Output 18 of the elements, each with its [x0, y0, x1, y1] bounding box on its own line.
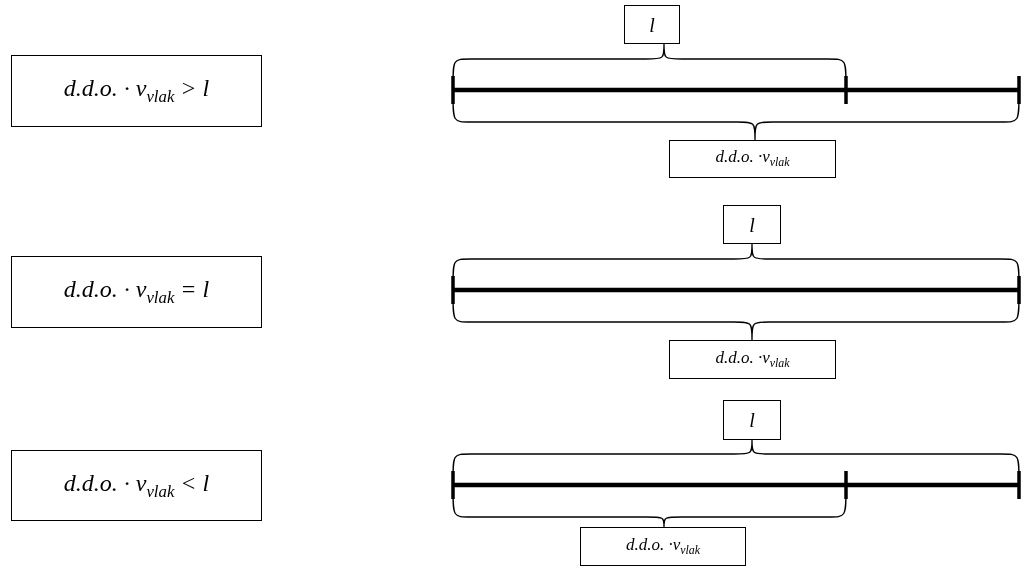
formula-text: d.d.o. · v$_{vlak}$ < l	[63, 470, 210, 501]
formula-text: l	[649, 14, 655, 35]
distance-label-box	[580, 527, 746, 566]
equation-box	[11, 55, 262, 127]
equation-box	[11, 256, 262, 328]
formula-text: d.d.o. ·v$_{vlak}$	[715, 348, 790, 371]
formula-text: d.d.o. ·v$_{vlak}$	[715, 148, 790, 170]
length-label-box	[723, 205, 781, 244]
formula-text: l	[749, 214, 755, 235]
formula-text: d.d.o. · v$_{vlak}$ > l	[63, 76, 210, 106]
formula-text: l	[749, 410, 755, 430]
equation-box	[11, 450, 262, 521]
formula-text: d.d.o. ·v$_{vlak}$	[625, 535, 701, 558]
formula-text: d.d.o. · v$_{vlak}$ = l	[63, 277, 210, 307]
length-label-box	[723, 400, 781, 440]
length-label-box	[624, 5, 680, 44]
distance-label-box	[669, 340, 836, 379]
distance-label-box	[669, 140, 836, 178]
